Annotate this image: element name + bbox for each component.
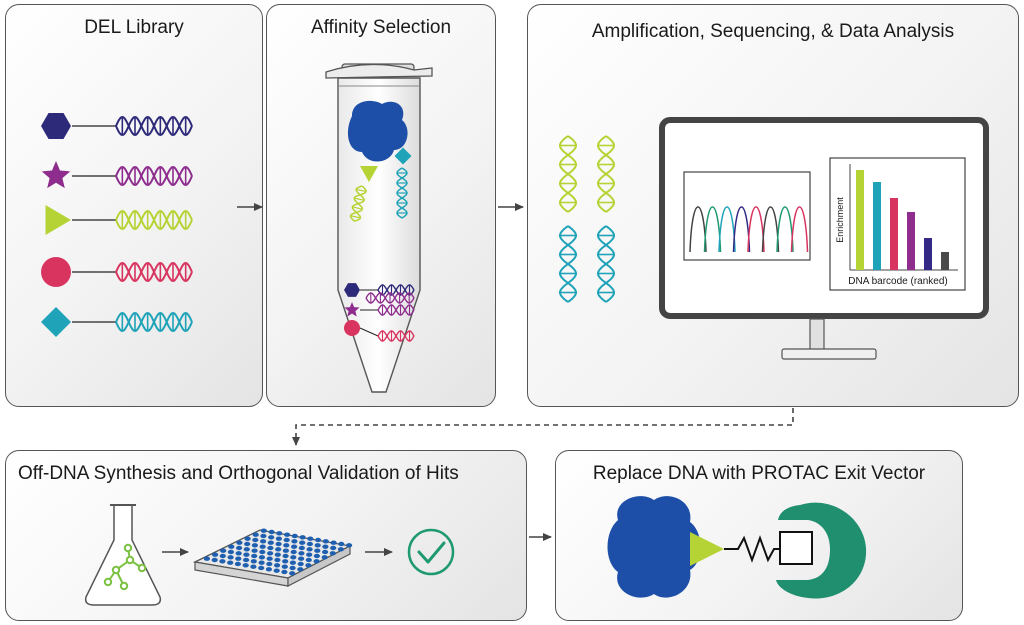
library-diamond-icon	[41, 307, 71, 337]
panel-title-off-dna: Off-DNA Synthesis and Orthogonal Validat…	[18, 463, 459, 484]
arrow-dashed-to-off-dna	[292, 408, 794, 446]
tube-hexagon-icon	[344, 283, 360, 297]
library-item	[45, 205, 193, 235]
library-item	[41, 161, 193, 189]
well-plate	[192, 528, 353, 587]
library-circle-icon	[41, 257, 71, 287]
tube-circle-icon	[344, 320, 360, 336]
library-items	[41, 113, 193, 337]
library-item	[41, 307, 193, 337]
chart-ylabel: Enrichment	[835, 197, 845, 243]
chart-bar	[907, 212, 915, 270]
panel-title-affinity-selection: Affinity Selection	[310, 17, 452, 38]
panel-title-protac: Replace DNA with PROTAC Exit Vector	[592, 463, 926, 484]
e3-ligand-square-icon	[779, 531, 813, 565]
library-item	[41, 113, 193, 139]
chart-bar	[924, 238, 932, 270]
protac-warhead-triangle-icon	[690, 532, 724, 566]
bound-diamond-icon	[394, 147, 412, 165]
library-star-icon	[41, 161, 71, 189]
library-item	[41, 257, 193, 287]
tube-dna-strands	[344, 167, 415, 342]
e3-ligase	[776, 502, 867, 599]
chart-bar	[890, 198, 898, 270]
check-icon	[407, 528, 455, 576]
dna-helix-icon	[115, 311, 193, 333]
protac-target-protein	[607, 496, 701, 598]
protac-linker	[724, 535, 780, 563]
chromatogram-trace	[689, 206, 809, 253]
dna-helix-icon	[115, 209, 193, 231]
panel-title-del-library: DEL Library	[84, 17, 184, 38]
target-protein	[347, 100, 408, 162]
panel-title-amplification: Amplification, Sequencing, & Data Analys…	[591, 21, 955, 42]
dna-helix-icon	[115, 261, 193, 283]
chart-bar	[873, 182, 881, 270]
library-triangle-icon	[45, 205, 71, 235]
dna-helix-icon	[115, 165, 193, 187]
tube-star-icon	[344, 302, 360, 317]
chart-bar	[856, 170, 864, 270]
flask-icon	[84, 504, 162, 606]
chart-xlabel: DNA barcode (ranked)	[848, 276, 948, 287]
panel-del-library: DEL Library	[5, 4, 263, 407]
amplified-dna	[559, 135, 615, 303]
chart-bar	[941, 252, 949, 270]
bound-triangle-icon	[360, 166, 378, 182]
dna-helix-icon	[115, 115, 193, 137]
library-hexagon-icon	[41, 113, 71, 139]
enrichment-chart	[849, 164, 958, 271]
